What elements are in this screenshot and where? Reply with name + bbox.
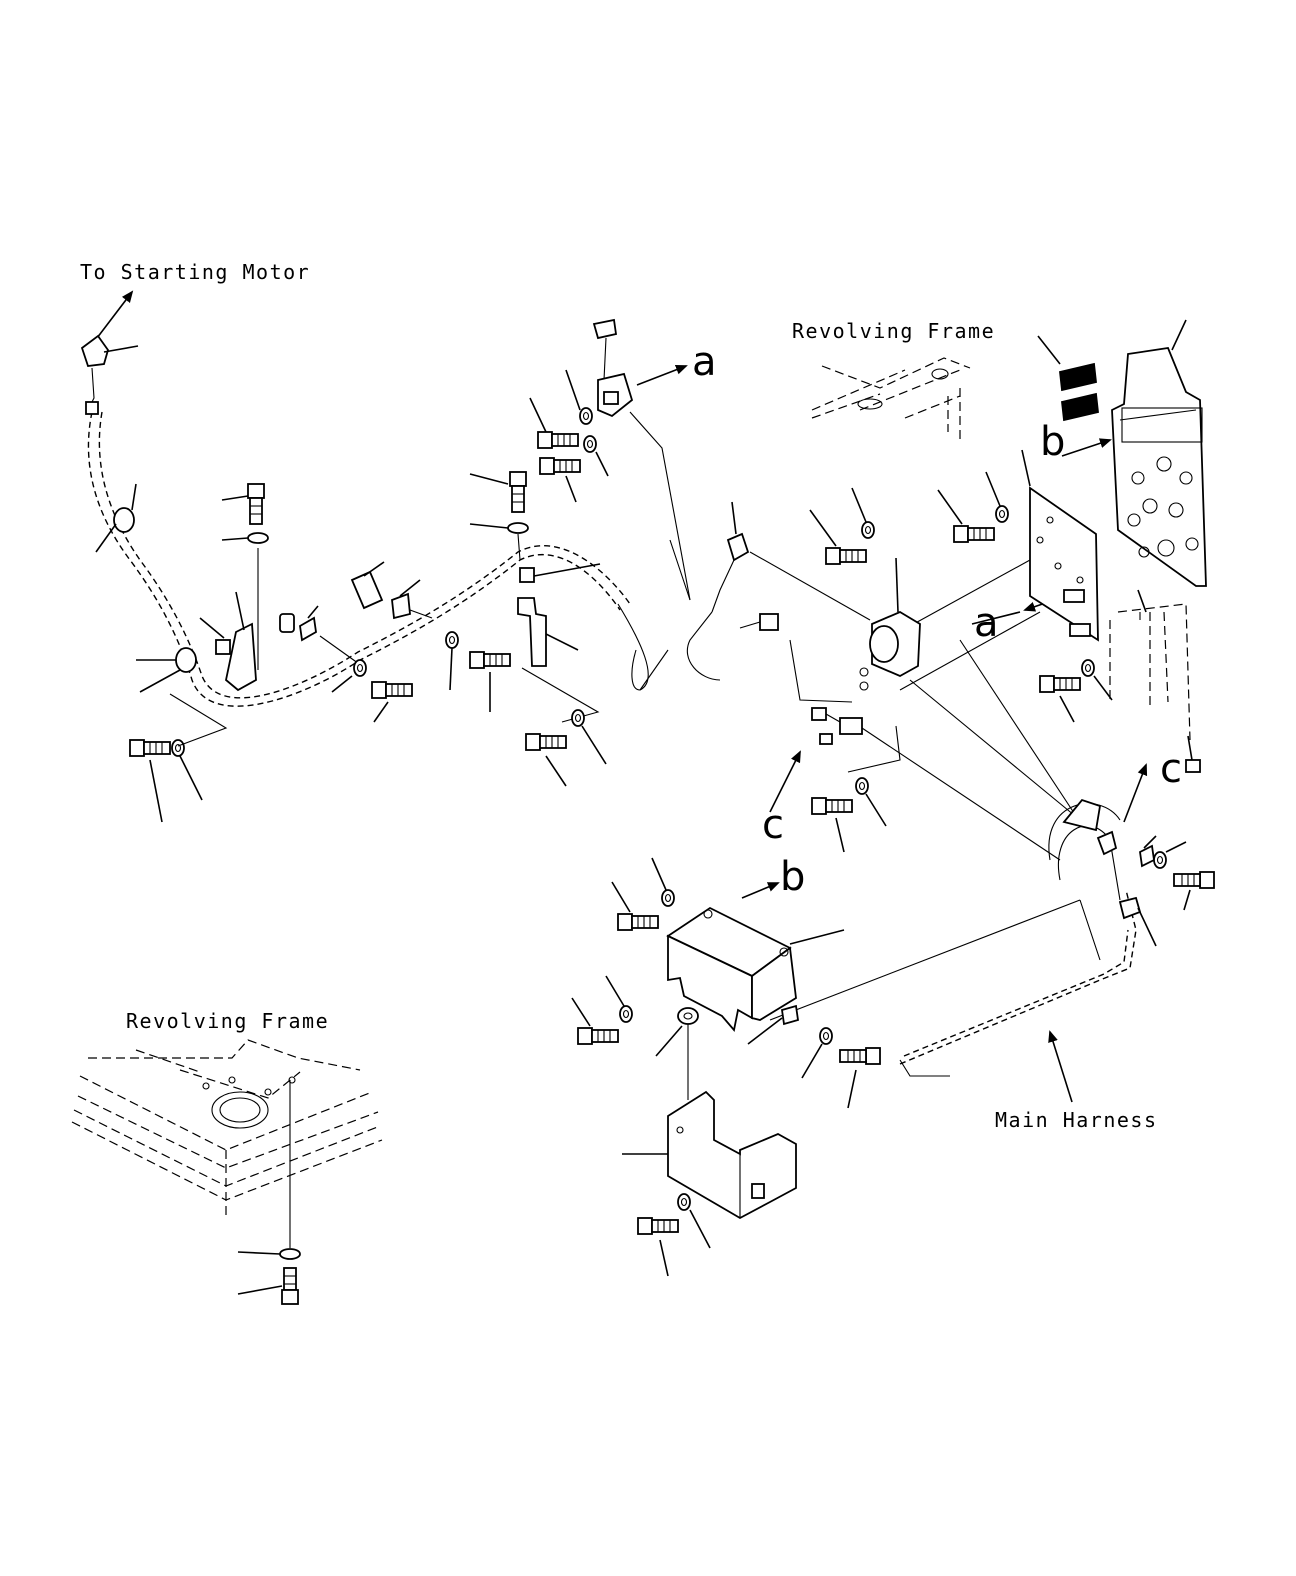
label-plates bbox=[1059, 362, 1099, 422]
washer-cover-2 bbox=[619, 1005, 633, 1023]
washer-harness bbox=[1153, 851, 1167, 869]
switch-assembly-top bbox=[592, 318, 634, 418]
cable-terminals-middle bbox=[686, 501, 779, 681]
revolving-frame-label-top: Revolving Frame bbox=[792, 319, 995, 343]
bolt-switch-1 bbox=[537, 431, 579, 449]
revolving-frame-label-bottom: Revolving Frame bbox=[126, 1009, 329, 1033]
main-harness-cable bbox=[899, 803, 1137, 1077]
grommet-2 bbox=[136, 647, 197, 693]
wiring-lines bbox=[521, 411, 1141, 1021]
ref-mark-b-top: b bbox=[1040, 419, 1065, 465]
to-starting-motor-label: To Starting Motor bbox=[80, 260, 310, 284]
washer-connector-c bbox=[855, 777, 869, 795]
cover-box bbox=[666, 906, 845, 1032]
washer-switch-2 bbox=[583, 435, 597, 453]
clamp-middle-left bbox=[279, 605, 363, 667]
cable-bracket-left bbox=[199, 548, 259, 692]
leader-lines-top-right bbox=[1021, 319, 1187, 613]
washer-vertical-left bbox=[247, 532, 269, 544]
bolt-mid-bottom bbox=[525, 733, 567, 751]
rubber-mount bbox=[655, 1007, 699, 1100]
washer-relay-1 bbox=[861, 521, 875, 539]
connector-c bbox=[811, 707, 863, 745]
bolt-vertical-left bbox=[247, 483, 265, 525]
bolt-mid-left bbox=[371, 681, 413, 699]
ref-mark-c-right: c bbox=[1160, 746, 1182, 792]
harness-connectors-right bbox=[1062, 735, 1201, 947]
bolt-vertical-mid bbox=[509, 471, 527, 513]
bolt-cover-3 bbox=[839, 1047, 881, 1065]
inset-washer bbox=[237, 1248, 301, 1260]
mounting-plate-large bbox=[1111, 347, 1207, 587]
bolt-mid bbox=[469, 651, 511, 669]
right-frame-outline bbox=[1109, 603, 1191, 741]
battery-relay bbox=[859, 557, 921, 691]
mounting-plate-small bbox=[1029, 486, 1099, 642]
washer-vertical-mid bbox=[507, 522, 529, 534]
revolving-frame-inset bbox=[71, 1039, 383, 1248]
cover-clip bbox=[747, 1004, 800, 1045]
ref-mark-b-bottom: b bbox=[780, 854, 805, 900]
mounting-bracket-bottom bbox=[622, 1090, 797, 1220]
inset-bolt bbox=[237, 1267, 299, 1305]
direction-arrows bbox=[96, 290, 1148, 1103]
hose-clip bbox=[519, 563, 601, 583]
ref-mark-a-top: a bbox=[692, 339, 717, 385]
washer-plate bbox=[1081, 659, 1095, 677]
washer-mid-left bbox=[353, 659, 367, 677]
battery-cable bbox=[87, 411, 669, 707]
bolt-cover-1 bbox=[617, 913, 659, 931]
revolving-frame-top-outline bbox=[811, 357, 971, 440]
terminal-cap bbox=[80, 334, 139, 415]
grommet-1 bbox=[95, 483, 137, 553]
bolt-bracket-bottom bbox=[637, 1217, 679, 1235]
ref-mark-c-bottom: c bbox=[762, 802, 784, 848]
washer-cover-3 bbox=[819, 1027, 833, 1045]
washer-switch-1 bbox=[579, 407, 593, 425]
bolt-connector-c bbox=[811, 797, 853, 815]
main-harness-label: Main Harness bbox=[995, 1108, 1158, 1132]
bolt-left-bottom bbox=[129, 739, 171, 757]
sleeve-and-clamp bbox=[350, 561, 433, 620]
washer-left-bottom bbox=[171, 739, 185, 757]
washer-relay-2 bbox=[995, 505, 1009, 523]
washer-mid bbox=[445, 631, 459, 649]
bracket-middle bbox=[517, 597, 579, 667]
washer-mid-bottom bbox=[571, 709, 585, 727]
bolt-cover-2 bbox=[577, 1027, 619, 1045]
bolt-harness bbox=[1173, 871, 1215, 889]
bolt-switch-2 bbox=[539, 457, 581, 475]
bolt-relay-1 bbox=[825, 547, 867, 565]
bolt-relay-2 bbox=[953, 525, 995, 543]
bolt-plate bbox=[1039, 675, 1081, 693]
washer-bracket-bottom bbox=[677, 1193, 691, 1211]
washer-cover-1 bbox=[661, 889, 675, 907]
